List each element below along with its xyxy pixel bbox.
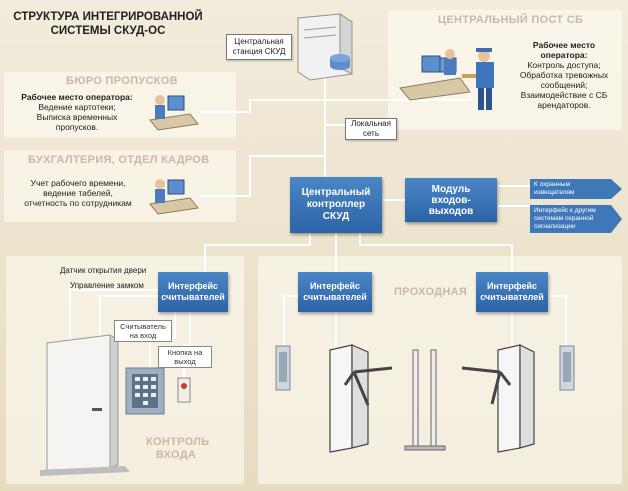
- accounting-title: БУХГАЛТЕРИЯ, ОТДЕЛ КАДРОВ: [28, 154, 210, 166]
- security-guard-icon: [462, 48, 494, 110]
- door-sensor-label: Датчик открытия двери: [60, 266, 147, 275]
- central-post-operator-description: Рабочее место оператора: Контроль доступ…: [510, 40, 618, 110]
- alarm-output-line-1: К охранным: [534, 181, 570, 188]
- diagram-title: СТРУКТУРА ИНТЕГРИРОВАННОЙ СИСТЕМЫ СКУД-О…: [8, 10, 208, 38]
- post-heading-1: Рабочее место: [532, 40, 596, 50]
- security-post-workstation-icon: [399, 49, 471, 101]
- reader-interface-left-line-2: считывателей: [303, 292, 367, 302]
- central-controller-block: Центральный контроллер СКУД: [290, 177, 382, 233]
- other-output-line-2: системам охранной: [534, 215, 594, 222]
- io-module-block: Модуль входов- выходов: [405, 178, 497, 222]
- checkpoint-reader-right-icon: [559, 345, 575, 391]
- server-icon: [297, 13, 353, 81]
- post-line-1: Контроль доступа;: [527, 60, 601, 70]
- title-line-2: СИСТЕМЫ СКУД-ОС: [50, 25, 166, 37]
- io-module-line-1: Модуль: [431, 183, 471, 195]
- io-module-line-2: входов-: [431, 194, 471, 206]
- accounting-description: Учет рабочего времени, ведение табелей, …: [10, 178, 146, 208]
- exit-button-icon: [177, 377, 191, 403]
- operator-workstation-icon: [149, 179, 199, 215]
- alarm-output-line-2: извещателям: [534, 189, 575, 196]
- checkpoint-reader-left-icon: [275, 345, 291, 391]
- io-module-line-3: выходов: [428, 205, 474, 217]
- accounting-line-3: отчетность по сотрудникам: [24, 198, 132, 208]
- turnstile-right-icon: [461, 344, 535, 453]
- bureau-title: БЮРО ПРОПУСКОВ: [66, 75, 178, 87]
- accounting-line-1: Учет рабочего времени,: [30, 178, 126, 188]
- exit-button-line-1: Кнопка на: [167, 348, 203, 357]
- post-line-5: арендаторов.: [537, 100, 591, 110]
- central-station-line-2: станция СКУД: [232, 47, 286, 56]
- exit-button-line-2: выход: [174, 357, 196, 366]
- bureau-operator-heading: Рабочее место оператора:: [21, 92, 133, 102]
- controller-line-3: СКУД: [322, 211, 350, 222]
- bureau-op-line-2: Выписка временных: [36, 112, 118, 122]
- checkpoint-title: ПРОХОДНАЯ: [394, 286, 468, 298]
- entry-control-title: КОНТРОЛЬ ВХОДА: [146, 436, 210, 462]
- reader-interface-entry-line-2: считывателей: [161, 292, 225, 302]
- title-line-1: СТРУКТУРА ИНТЕГРИРОВАННОЙ: [13, 11, 203, 23]
- central-post-title: ЦЕНТРАЛЬНЫЙ ПОСТ СБ: [438, 14, 584, 26]
- post-line-2: Обработка тревожных: [519, 70, 609, 80]
- post-heading-2: оператора:: [540, 50, 588, 60]
- controller-line-2: контроллер: [306, 199, 366, 210]
- reader-interface-right-line-1: Интерфейс: [486, 281, 538, 291]
- other-output-line-1: Интерфейс к другим: [534, 207, 596, 214]
- reader-interface-left-line-1: Интерфейс: [309, 281, 361, 291]
- post-line-4: Взаимодействие с СБ: [520, 90, 608, 100]
- lan-label: Локальная сеть: [345, 118, 397, 140]
- controller-line-1: Центральный: [301, 187, 371, 198]
- bureau-operator-description: Рабочее место оператора: Ведение картоте…: [12, 92, 142, 132]
- entry-control-line-1: КОНТРОЛЬ: [146, 436, 210, 448]
- entry-reader-label: Считыватель на вход: [114, 320, 172, 342]
- entry-reader-line-1: Считыватель: [120, 322, 166, 331]
- operator-workstation-icon: [149, 95, 199, 131]
- lock-control-label: Управление замком: [70, 281, 144, 290]
- reader-interface-entry-line-1: Интерфейс: [167, 281, 219, 291]
- turnstile-left-icon: [329, 344, 393, 453]
- other-systems-output: Интерфейс к другим системам охранной сиг…: [530, 205, 622, 233]
- central-station-line-1: Центральная: [234, 37, 284, 46]
- bureau-op-line-3: пропусков.: [55, 122, 99, 132]
- bureau-panel: [4, 72, 236, 138]
- other-output-line-3: сигнализации: [534, 223, 576, 230]
- card-reader-icon: [125, 367, 165, 415]
- central-station-label: Центральная станция СКУД: [226, 34, 292, 60]
- exit-button-label: Кнопка на выход: [158, 346, 212, 368]
- accounting-panel: [4, 150, 236, 222]
- accounting-line-2: ведение табелей,: [43, 188, 113, 198]
- entry-control-line-2: ВХОДА: [155, 449, 197, 461]
- gate-icon: [404, 349, 446, 451]
- entry-reader-line-2: на вход: [129, 331, 157, 340]
- bureau-op-line-1: Ведение картотеки;: [38, 102, 116, 112]
- alarm-detectors-output: К охранным извещателям: [530, 179, 622, 199]
- lan-line-1: Локальная: [351, 119, 391, 128]
- post-line-3: сообщений;: [540, 80, 588, 90]
- door-icon: [40, 334, 130, 476]
- lan-line-2: сеть: [362, 129, 379, 138]
- reader-interface-right-line-2: считывателей: [480, 292, 544, 302]
